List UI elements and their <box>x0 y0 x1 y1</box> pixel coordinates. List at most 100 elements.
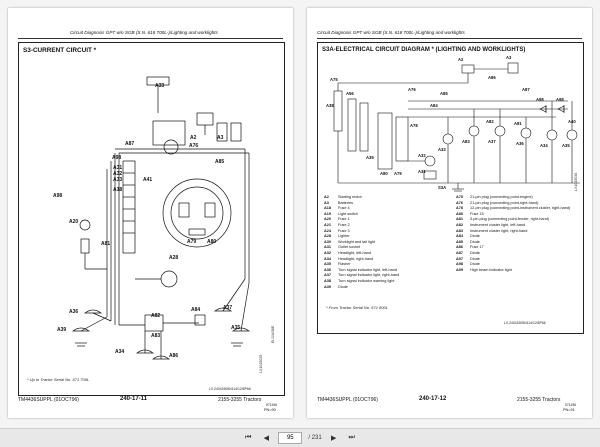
legend-value: Headlight, right-hand <box>338 256 374 261</box>
label-a18: A18 <box>113 187 123 193</box>
label-a85: A85 <box>215 159 225 165</box>
legend-key: A78 <box>456 206 463 211</box>
electrical-circuit-diagram <box>333 62 580 192</box>
label-a83: A83 <box>151 333 161 339</box>
legend-key: A98 <box>456 262 463 267</box>
serial-note: * From Tractor Serial No. 671 800L <box>326 305 388 310</box>
label-a84: A84 <box>430 103 438 108</box>
label-a40: A40 <box>568 119 576 124</box>
legend-row: A87 Diode <box>456 251 582 257</box>
legend-value: Headlight, left-hand <box>338 250 371 255</box>
footer-date: 071196 <box>565 403 577 407</box>
legend-value: Turn signal indicator light, right-hand <box>338 273 400 278</box>
last-page-icon[interactable]: ⏭ <box>348 434 355 441</box>
label-a81: A81 <box>101 241 111 247</box>
page-header: Circuit Diagnosis GPT w/o SGB (S.N. 618 … <box>317 30 465 35</box>
label-a33-top: A33 <box>155 83 165 89</box>
label-a2: A2 <box>458 57 464 62</box>
label-a31: A31 <box>418 169 426 174</box>
footer-page-number: 240-17-12 <box>419 396 447 402</box>
page-number-input[interactable]: 95 <box>278 432 303 444</box>
diagram-frame: S3-CURRENT CIRCUIT * <box>18 42 285 396</box>
header-rule <box>18 38 283 39</box>
label-a37: A37 <box>223 305 233 311</box>
label-a84: A84 <box>191 307 201 313</box>
label-a33: A33 <box>438 147 446 152</box>
label-a98: A98 <box>112 155 122 161</box>
legend-key: A85 <box>456 239 463 244</box>
legend-row: A82 Instrument cluster light, left-hand <box>456 223 582 229</box>
legend-row: A19 Light switch <box>324 212 450 218</box>
legend-key: A87 <box>456 250 463 255</box>
legend-value: Starting motor <box>338 195 362 199</box>
label-a36: A36 <box>69 309 79 315</box>
label-a82: A82 <box>151 313 161 319</box>
label-a56: A56 <box>346 91 354 96</box>
legend-value: Flasher <box>338 262 351 267</box>
header-rule <box>317 38 582 39</box>
legend-value: Instrument cluster light, left-hand <box>470 222 526 227</box>
legend-key: A30 <box>324 239 331 244</box>
legend-key: A76 <box>456 200 463 205</box>
legend-value: Lighter <box>338 234 350 239</box>
legend-key: A19 <box>324 211 331 216</box>
legend-key: A81 <box>456 217 463 222</box>
label-a75: A75 <box>330 77 338 82</box>
next-page-icon[interactable]: ▶ <box>330 435 337 442</box>
previous-page-icon[interactable]: ◀ <box>263 435 269 442</box>
label-a32: A32 <box>418 153 426 158</box>
legend-key: A99 <box>456 267 463 272</box>
legend-value: Instrument cluster light, right-hand <box>470 228 528 233</box>
legend-key: A2 <box>324 195 329 199</box>
legend-value: Diode <box>470 250 480 255</box>
legend-key: A82 <box>456 222 463 227</box>
label-a82: A82 <box>486 119 494 124</box>
first-page-icon[interactable]: ⏮ <box>245 434 252 441</box>
current-circuit-diagram <box>71 76 251 360</box>
label-a98: A98 <box>536 97 544 102</box>
footer-manual-id: TM4436SUPPL (01OCT96) <box>18 397 79 403</box>
legend-value: Diode <box>470 256 480 261</box>
label-a76: A76 <box>189 143 199 149</box>
legend-key: A37 <box>324 273 331 278</box>
right-page: Circuit Diagnosis GPT w/o SGB (S.N. 618 … <box>307 8 592 418</box>
legend-value: 21-pin plug (connecting point-right-hand… <box>470 200 539 205</box>
footer-date: 071196 <box>266 403 278 407</box>
diagram-frame: S3A-ELECTRICAL CIRCUIT DIAGRAM * (LIGHTI… <box>317 42 584 334</box>
legend-right: A75 21-pin plug (connecting point-engine)… <box>456 195 582 273</box>
label-a85: A85 <box>440 91 448 96</box>
legend-key: A21 <box>324 222 331 227</box>
footer-pn: PN=90 <box>264 408 276 412</box>
legend-key: A36 <box>324 267 331 272</box>
label-a81: A81 <box>514 121 522 126</box>
label-a86: A86 <box>169 353 179 359</box>
legend-value: Light switch <box>338 211 358 216</box>
legend-key: A86 <box>456 245 463 250</box>
label-a87: A87 <box>522 87 530 92</box>
legend-key: A75 <box>456 195 463 199</box>
legend-key: A83 <box>456 228 463 233</box>
label-a87: A87 <box>125 141 135 147</box>
figure-code-vertical: LX1015035 <box>259 354 263 373</box>
ref-code: LX,24041505N114/12/8P66 <box>209 387 251 391</box>
legend-value: 21-pin plug (connecting point-engine) <box>470 195 533 199</box>
label-a79: A79 <box>187 239 197 245</box>
left-page: Circuit Diagnosis GPT w/o SGB (S.N. 618 … <box>8 8 293 418</box>
legend-key: A34 <box>324 256 331 261</box>
label-a34: A34 <box>115 349 125 355</box>
label-a33: A33 <box>113 177 123 183</box>
label-a80: A80 <box>207 239 217 245</box>
legend-key: A39 <box>324 284 331 289</box>
